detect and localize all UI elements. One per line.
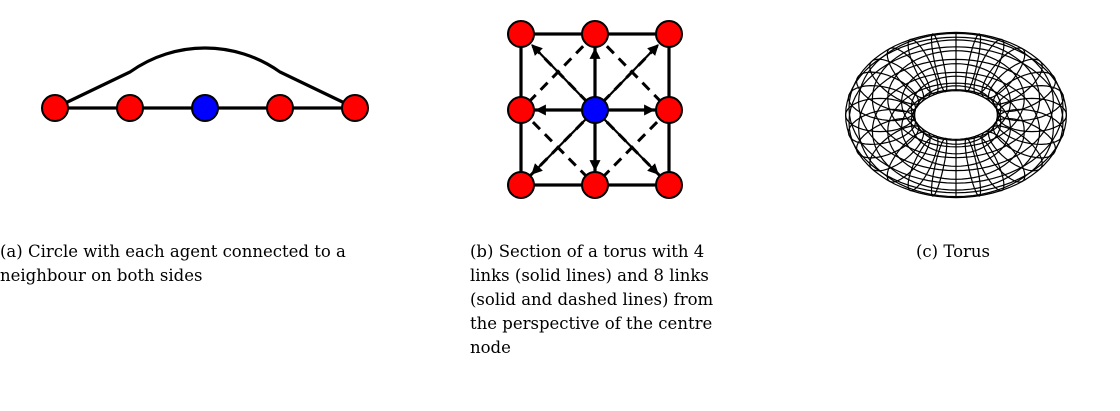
torus-meridian-line [907, 38, 939, 95]
torus-section-diagram [507, 20, 683, 199]
torus-meridian-line [855, 71, 920, 113]
agent-node [655, 20, 683, 48]
agent-node [581, 20, 609, 48]
agent-node [655, 171, 683, 199]
caption-a-label: (a) [0, 242, 23, 261]
caption-c-text: Torus [943, 242, 991, 261]
agent-node [507, 171, 535, 199]
caption-b-label: (b) [470, 242, 494, 261]
torus-meridian-line [992, 71, 1057, 113]
caption-b-text: Section of a torus with 4 links (solid l… [470, 242, 714, 357]
torus-meridian-line [992, 117, 1057, 159]
torus-wireframe [844, 31, 1067, 199]
agent-node [655, 96, 683, 124]
agent-node [581, 171, 609, 199]
torus-meridian-line [996, 97, 1067, 133]
caption-a: (a) Circle with each agent connected to … [0, 240, 410, 288]
torus-meridian-line [995, 84, 1065, 122]
agent-node [341, 94, 369, 122]
torus-meridian-line [987, 125, 1043, 172]
torus-meridian-line [845, 97, 916, 133]
torus-meridian-line [973, 38, 1005, 95]
caption-b: (b) Section of a torus with 4 links (sol… [470, 240, 725, 360]
torus-meridian-line [930, 137, 948, 197]
agent-nodes [507, 20, 683, 199]
wraparound-link [54, 46, 356, 110]
centre-agent-node [191, 94, 219, 122]
agent-node [507, 96, 535, 124]
torus-meridian-line [964, 33, 982, 93]
circle-topology-diagram [41, 46, 369, 122]
torus-meridian-line [930, 33, 948, 93]
torus-meridian-line [987, 58, 1043, 105]
agent-node [116, 94, 144, 122]
agent-node [507, 20, 535, 48]
torus-meridian-line [869, 125, 925, 172]
caption-c: (c) Torus [916, 240, 1036, 264]
agent-node [41, 94, 69, 122]
torus-meridian-line [855, 117, 920, 159]
torus-meridian-line [886, 130, 931, 183]
link-arrows [531, 44, 659, 175]
torus-meridian-line [973, 135, 1005, 192]
caption-c-label: (c) [916, 242, 939, 261]
agent-node [266, 94, 294, 122]
caption-a-text: Circle with each agent connected to a ne… [0, 242, 346, 285]
torus-ring-line [913, 85, 998, 145]
torus-meridian-line [869, 58, 925, 105]
torus-meridian-line [981, 47, 1026, 100]
torus-meridian-line [907, 135, 939, 192]
torus-meridian-line [964, 137, 982, 197]
